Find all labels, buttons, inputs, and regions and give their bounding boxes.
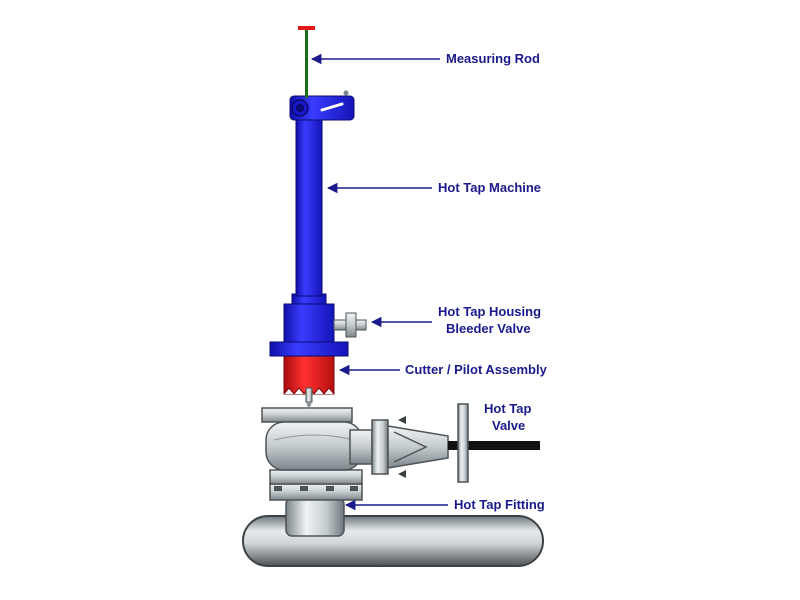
callout-labels: Measuring Rod Hot Tap Machine Hot Tap Ho… xyxy=(405,51,548,512)
label-measuring-rod: Measuring Rod xyxy=(446,51,540,66)
hot-tap-machine xyxy=(289,90,355,297)
label-hot-tap-machine: Hot Tap Machine xyxy=(438,180,541,195)
label-hot-tap-fitting: Hot Tap Fitting xyxy=(454,497,545,512)
label-housing-line1: Hot Tap Housing xyxy=(438,304,541,319)
hot-tap-valve xyxy=(261,403,540,483)
measuring-rod xyxy=(298,26,315,98)
hot-tap-housing xyxy=(269,293,367,357)
bleeder-valve xyxy=(333,312,367,338)
label-valve-line1: Hot Tap xyxy=(484,401,531,416)
label-valve-line2: Valve xyxy=(492,418,525,433)
label-housing-line2: Bleeder Valve xyxy=(446,321,531,336)
label-cutter-pilot: Cutter / Pilot Assembly xyxy=(405,362,548,377)
hot-tap-fitting xyxy=(269,469,363,537)
cutter-pilot-assembly xyxy=(283,355,335,410)
callout-arrows xyxy=(310,53,448,511)
